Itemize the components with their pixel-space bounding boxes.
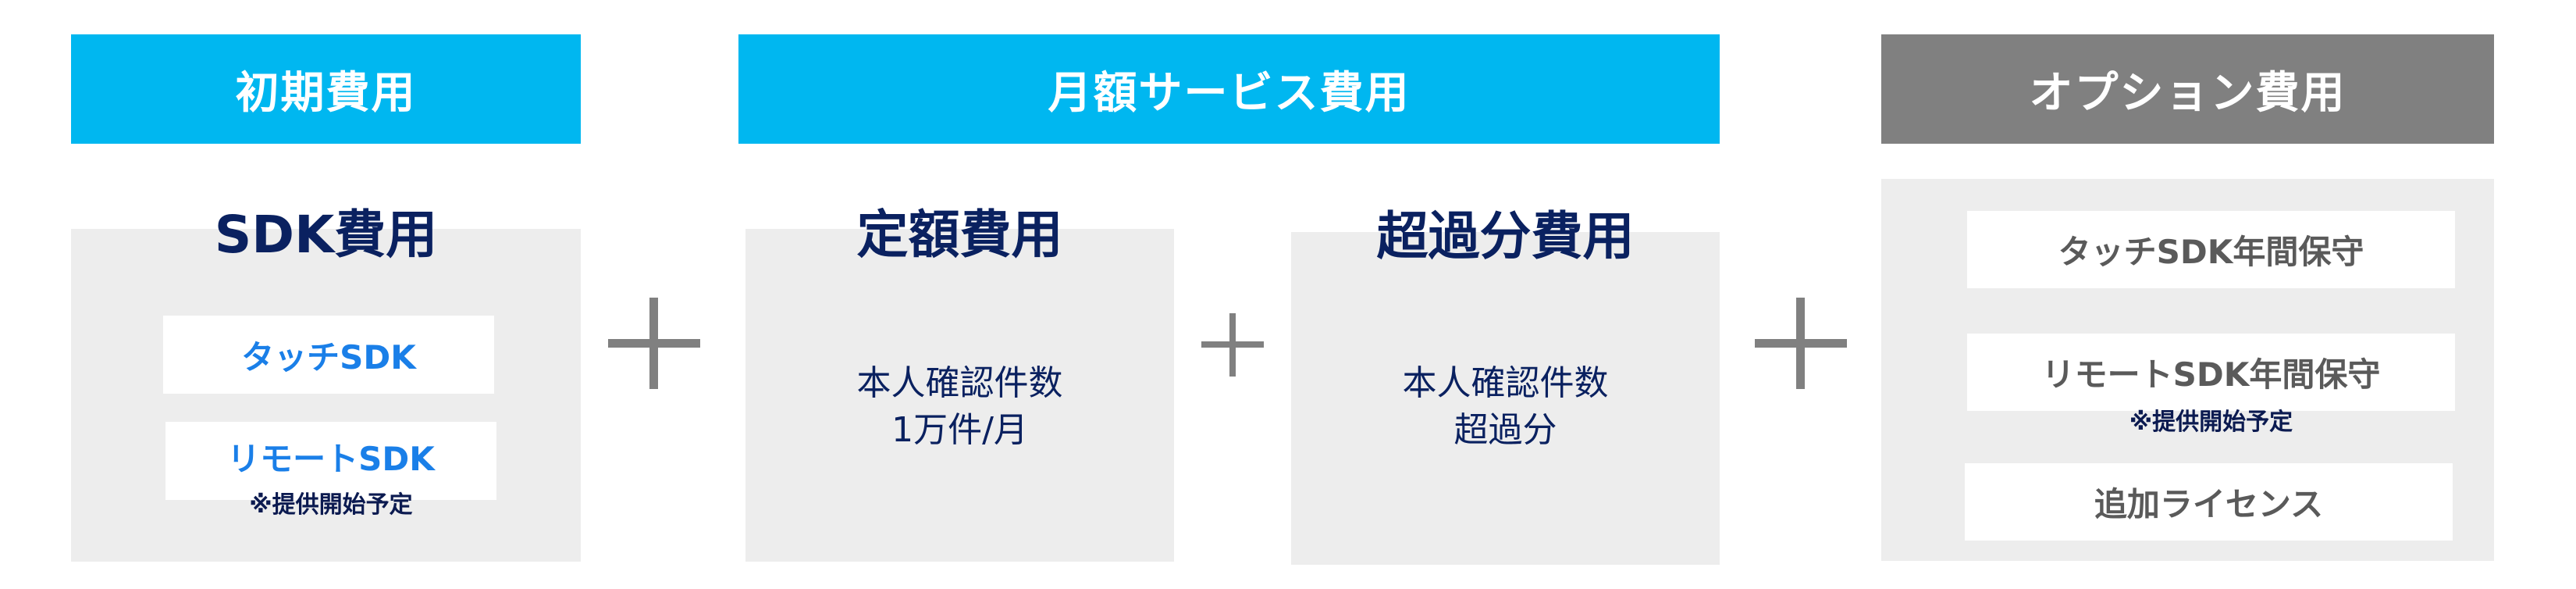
card-touch-sdk-label: タッチSDK — [241, 337, 416, 377]
note-remote-sdk-maintenance-coming-soon: ※提供開始予定 — [2129, 409, 2293, 436]
header-monthly-service-cost-label: 月額サービス費用 — [1048, 67, 1411, 119]
panel-overage-cost-title: 超過分費用 — [1376, 206, 1635, 266]
card-touch-sdk-annual-maintenance: タッチSDK年間保守 — [1967, 211, 2455, 288]
plus-icon — [1201, 313, 1264, 377]
overage-cost-line-2: 超過分 — [1453, 410, 1557, 450]
card-touch-sdk-annual-maintenance-label: タッチSDK年間保守 — [2058, 233, 2364, 271]
fixed-cost-line-1: 本人確認件数 — [856, 363, 1063, 403]
note-remote-sdk-coming-soon: ※提供開始予定 — [249, 491, 413, 519]
panel-overage-cost — [1291, 232, 1720, 565]
panel-fixed-cost-title: 定額費用 — [856, 205, 1063, 265]
plus-icon — [1755, 298, 1847, 389]
panel-fixed-cost — [745, 229, 1174, 562]
card-touch-sdk: タッチSDK — [163, 316, 494, 394]
header-option-cost-label: オプション費用 — [2029, 67, 2347, 119]
header-initial-cost: 初期費用 — [71, 34, 581, 144]
card-remote-sdk-annual-maintenance-label: リモートSDK年間保守 — [2041, 355, 2381, 394]
overage-cost-line-1: 本人確認件数 — [1402, 363, 1609, 403]
fixed-cost-line-2: 1万件/月 — [891, 410, 1028, 450]
card-remote-sdk: リモートSDK — [165, 422, 496, 500]
header-initial-cost-label: 初期費用 — [235, 67, 417, 119]
plus-icon — [608, 298, 700, 389]
card-additional-license-label: 追加ライセンス — [2094, 485, 2324, 523]
panel-fixed-cost-description: 本人確認件数 1万件/月 — [745, 360, 1174, 454]
panel-sdk-cost — [71, 229, 581, 562]
panel-sdk-cost-title: SDK費用 — [214, 205, 438, 265]
card-remote-sdk-label: リモートSDK — [227, 440, 435, 478]
header-option-cost: オプション費用 — [1881, 34, 2494, 144]
card-additional-license: 追加ライセンス — [1965, 463, 2453, 541]
panel-overage-cost-description: 本人確認件数 超過分 — [1291, 360, 1720, 454]
card-remote-sdk-annual-maintenance: リモートSDK年間保守 — [1967, 334, 2455, 411]
header-monthly-service-cost: 月額サービス費用 — [738, 34, 1720, 144]
